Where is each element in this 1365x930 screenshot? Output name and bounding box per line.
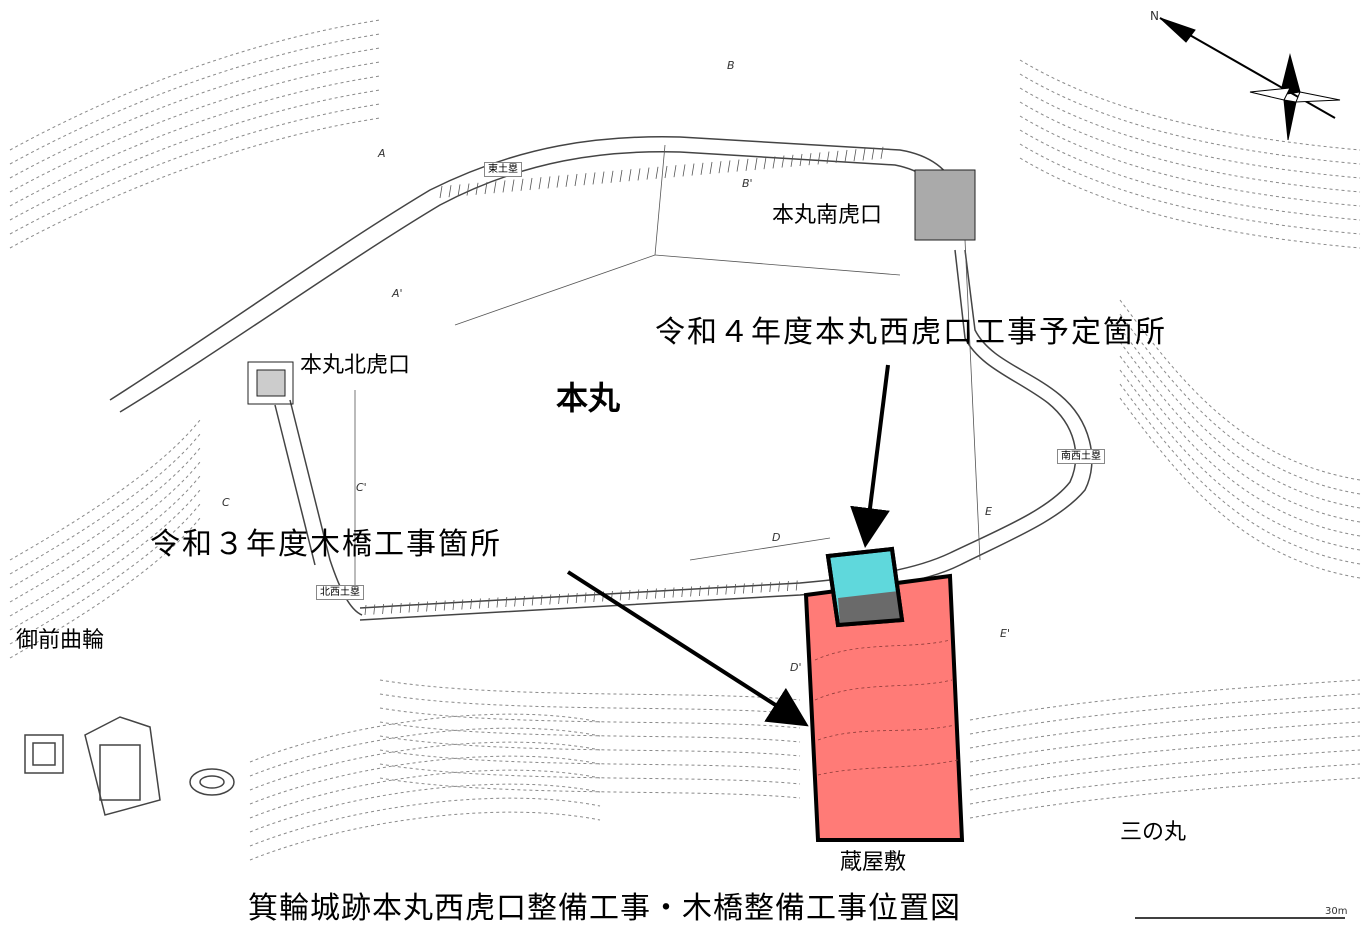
gozen-kuruwa-structures [24, 716, 235, 816]
section-mark-a-prime: A' [392, 287, 403, 300]
section-mark-d: D [772, 531, 781, 544]
section-mark-c-prime: C' [356, 481, 367, 494]
section-mark-d-prime: D' [790, 661, 802, 674]
section-mark-c: C [222, 496, 230, 509]
higashi-dorui-label: 東土塁 [484, 162, 522, 177]
scale-label: 30m [1325, 906, 1348, 917]
r3-pointer-arrow [566, 570, 809, 727]
section-mark-e: E [985, 505, 992, 518]
hokusei-dorui-label: 北西土塁 [316, 585, 364, 600]
overlap-area [838, 591, 902, 625]
r3-inner-contours [814, 639, 959, 776]
sannomaru-label: 三の丸 [1120, 820, 1187, 845]
r4-pointer-arrow [850, 364, 890, 548]
r3-site-label: 令和３年度木橋工事箇所 [150, 527, 502, 562]
contour-lines [9, 19, 1361, 861]
section-mark-e-prime: E' [1000, 627, 1010, 640]
gozen-kuruwa-label: 御前曲輪 [16, 628, 105, 653]
north-label: N [1150, 9, 1159, 23]
gate-structures [247, 169, 976, 405]
map-title: 箕輪城跡本丸西虎口整備工事・木橋整備工事位置図 [248, 891, 961, 926]
kurayashiki-label: 蔵屋敷 [840, 850, 907, 875]
section-mark-a: A [378, 147, 386, 160]
section-mark-b: B [727, 59, 735, 72]
honmaru-minami-koguchi-label: 本丸南虎口 [772, 203, 883, 228]
r3-bridge-area [803, 573, 965, 842]
honmaru-label: 本丸 [556, 379, 621, 417]
section-mark-b-prime: B' [742, 177, 753, 190]
survey-lines [354, 144, 981, 600]
north-arrow [1159, 17, 1341, 141]
nansei-dorui-label: 南西土塁 [1057, 449, 1105, 464]
r4-site-label: 令和４年度本丸西虎口工事予定箇所 [655, 315, 1167, 350]
honmaru-kita-koguchi-label: 本丸北虎口 [300, 353, 411, 378]
